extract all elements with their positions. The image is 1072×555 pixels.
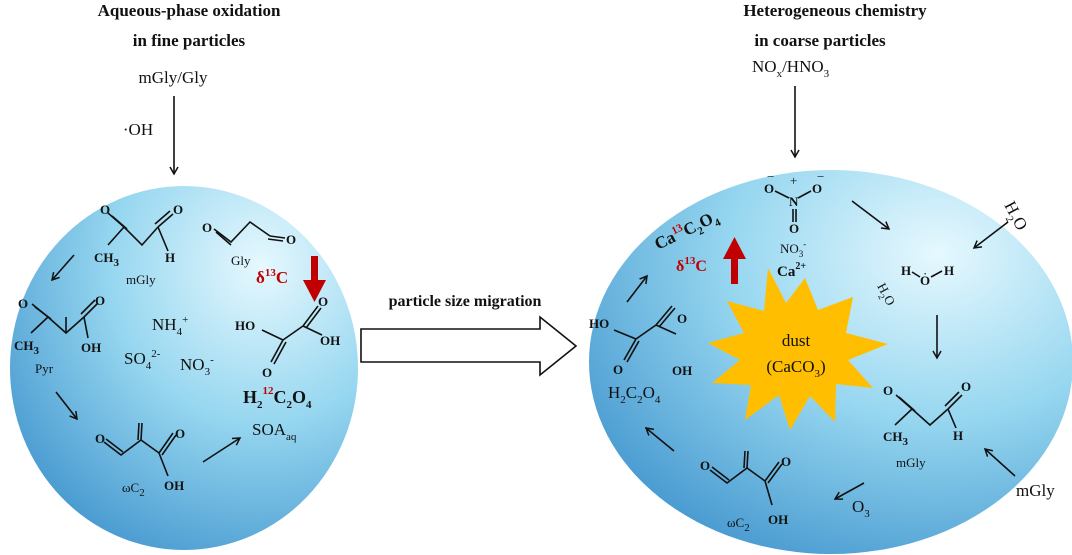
so4-ion: SO42-: [124, 348, 161, 372]
svg-text:H: H: [944, 263, 954, 278]
svg-text:O: O: [173, 202, 183, 217]
svg-text:N: N: [789, 194, 799, 209]
svg-text:CH3: CH3: [94, 250, 120, 269]
arrow-oxalic-to-caox: [626, 274, 648, 303]
mgly-structure-left: O O CH3 H mGly: [94, 202, 183, 287]
gly-structure: O O Gly: [202, 220, 296, 268]
svg-text:O: O: [789, 221, 799, 236]
svg-text:O: O: [781, 454, 791, 469]
svg-text:O: O: [812, 181, 822, 196]
svg-text:O: O: [100, 202, 110, 217]
svg-text:O: O: [95, 431, 105, 446]
mgly-label-left: mGly: [126, 272, 156, 287]
svg-text:HO: HO: [589, 316, 609, 331]
arrow-water-to-mgly: [851, 200, 891, 230]
svg-text:O: O: [95, 293, 105, 308]
migration-label: particle size migration: [389, 293, 542, 310]
arrow-omega-to-soa: [202, 437, 242, 463]
svg-text:O: O: [318, 294, 328, 309]
arrow-omega-to-oxalic: [644, 427, 675, 452]
increase-arrow: [723, 237, 746, 284]
svg-text:OH: OH: [768, 512, 788, 527]
svg-text:O: O: [920, 273, 930, 288]
svg-text:−: −: [817, 169, 824, 184]
mgly-label-right: mGly: [896, 455, 926, 470]
nh4-ion: NH4+: [152, 314, 188, 338]
svg-text:+: +: [790, 173, 797, 188]
mgly-incoming: mGly: [1016, 481, 1055, 500]
arrow-ozone: [833, 482, 865, 500]
omega-c2-structure-right: O O OH ωC2: [700, 450, 791, 534]
dust-particle: [708, 268, 888, 430]
svg-text:O: O: [175, 426, 185, 441]
svg-text:O: O: [202, 220, 212, 235]
water-structure: H O H ·: [901, 263, 954, 288]
pyr-label: Pyr: [35, 361, 54, 376]
delta13c-left: δ13C: [256, 267, 288, 287]
no3-ion-right: NO3-: [780, 239, 806, 259]
oxalic-acid-structure-right: HO O O OH: [589, 305, 692, 378]
svg-text:O: O: [700, 458, 710, 473]
omega-c2-structure-left: O O OH ωC2: [95, 422, 185, 499]
svg-text:HO: HO: [235, 318, 255, 333]
svg-text:OH: OH: [81, 340, 101, 355]
water-arrow: [972, 221, 1009, 249]
svg-text:CH3: CH3: [883, 429, 909, 448]
left-title-line2: in fine particles: [133, 31, 246, 50]
left-title-line1: Aqueous-phase oxidation: [98, 1, 281, 20]
mgly-structure-right: O O CH3 H mGly: [883, 379, 971, 470]
svg-text:O: O: [883, 383, 893, 398]
arrow-mgly-to-pyr: [51, 254, 75, 282]
svg-text:O: O: [18, 296, 28, 311]
pyr-structure: O O CH3 OH Pyr: [14, 293, 105, 376]
oxalic-formula-right: H2C2O4: [608, 383, 661, 406]
no3-ion-left: NO3-: [180, 354, 214, 378]
svg-text:O: O: [764, 181, 774, 196]
migration-arrow: [360, 315, 578, 377]
svg-text:O: O: [961, 379, 971, 394]
right-title-line1: Heterogeneous chemistry: [743, 1, 927, 20]
oxalic-formula-left: H212C2O4: [243, 385, 312, 411]
decrease-arrow: [303, 256, 326, 302]
arrow-mgly-in: [983, 447, 1016, 477]
svg-text:−: −: [767, 169, 774, 184]
svg-text:O: O: [262, 365, 272, 380]
dust-label: dust: [782, 331, 811, 350]
svg-text:O: O: [613, 362, 623, 377]
dust-formula: (CaCO3): [766, 357, 825, 380]
left-precursor: mGly/Gly: [139, 68, 208, 87]
svg-text:OH: OH: [320, 333, 340, 348]
soa-aq: SOAaq: [252, 420, 297, 443]
oxalic-acid-structure-left: HO O O OH: [235, 294, 340, 380]
nitrate-structure: O O N O − + −: [764, 169, 824, 236]
fine-particle: [10, 186, 358, 550]
nox-hno3: NOx/HNO3: [752, 57, 830, 80]
oh-radical: ·OH: [123, 120, 153, 139]
svg-text:OH: OH: [672, 363, 692, 378]
omega-c2-label-right: ωC2: [727, 515, 750, 534]
svg-text:H: H: [901, 263, 911, 278]
svg-text:CH3: CH3: [14, 338, 40, 357]
svg-text:OH: OH: [164, 478, 184, 493]
svg-text:H: H: [165, 250, 175, 265]
ozone: O3: [852, 497, 870, 520]
omega-c2-label-left: ωC2: [122, 480, 145, 499]
right-title-line2: in coarse particles: [754, 31, 886, 50]
ca2-ion: Ca2+: [777, 261, 806, 280]
svg-text:·: ·: [923, 266, 927, 281]
svg-text:H: H: [953, 428, 963, 443]
delta13c-right: δ13C: [676, 255, 707, 275]
svg-text:O: O: [286, 232, 296, 247]
gly-label: Gly: [231, 253, 251, 268]
arrow-pyr-to-omega: [55, 391, 78, 421]
svg-text:O: O: [677, 311, 687, 326]
